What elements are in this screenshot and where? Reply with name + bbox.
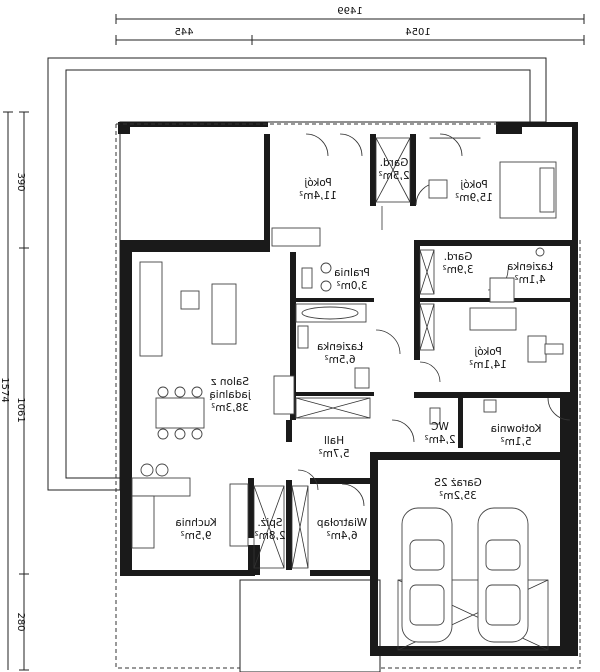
svg-text:38,3m²: 38,3m² <box>211 402 249 414</box>
svg-text:6,5m²: 6,5m² <box>324 354 355 366</box>
svg-text:Pokój: Pokój <box>474 346 501 358</box>
svg-text:jadalnią: jadalnią <box>209 389 251 401</box>
room-salon: Salon z jadalnią 38,3m² <box>209 376 251 414</box>
svg-text:9,5m²: 9,5m² <box>180 530 211 542</box>
walls <box>118 122 578 656</box>
room-lazienka-1: Łazienka 4,1m² <box>507 261 554 286</box>
room-wc: WC 2,4m² <box>424 421 455 446</box>
room-pokoj-1: Pokój 11,4m² <box>299 177 337 202</box>
room-gard-2: Gard. 3,9m² <box>442 251 473 276</box>
dimension-bottom-height: 280 <box>15 612 26 631</box>
room-wiatrolap: Wiatrołap 6,4m² <box>317 517 368 542</box>
svg-text:Salon z: Salon z <box>211 376 249 388</box>
svg-text:5,1m²: 5,1m² <box>500 436 531 448</box>
dimension-mid-height: 1061 <box>15 397 26 422</box>
room-pokoj-3: Pokój 14,1m² <box>469 346 507 371</box>
svg-text:14,1m²: 14,1m² <box>469 359 507 371</box>
upper-floor-outline <box>115 123 581 669</box>
svg-text:3,9m²: 3,9m² <box>442 264 473 276</box>
svg-text:Łazienka: Łazienka <box>317 341 364 353</box>
svg-text:Gard.: Gard. <box>444 251 473 263</box>
room-kuchnia: Kuchnia 9,5m² <box>175 517 216 542</box>
dimension-top-height: 390 <box>15 172 26 191</box>
dimension-left-width: 445 <box>174 27 193 38</box>
dimension-right-width: 1054 <box>405 27 430 38</box>
svg-text:2,8m²: 2,8m² <box>254 530 285 542</box>
svg-text:Kuchnia: Kuchnia <box>175 517 216 529</box>
room-kotlownia: Kotłownia 5,1m² <box>491 423 542 448</box>
garage-cars <box>397 507 549 651</box>
svg-text:2,5m²: 2,5m² <box>378 170 409 182</box>
dimension-total-height: 1574 <box>0 377 10 402</box>
dimension-total-width: 1499 <box>337 6 362 17</box>
storage-hatching <box>253 137 435 569</box>
svg-text:Pokój: Pokój <box>460 179 487 191</box>
room-pralnia: Pralnia 3,0m² <box>334 267 370 292</box>
svg-text:3,0m²: 3,0m² <box>336 280 367 292</box>
room-gard-1: Gard. 2,5m² <box>378 157 409 182</box>
room-pokoj-2: Pokój 15,9m² <box>455 179 493 204</box>
room-spiz: Spiż. 2,8m² <box>254 517 285 542</box>
svg-text:Gard.: Gard. <box>380 157 409 169</box>
svg-text:Spiż.: Spiż. <box>257 517 282 529</box>
svg-text:Hall: Hall <box>324 435 344 447</box>
svg-text:Garaż 2S: Garaż 2S <box>434 477 482 489</box>
svg-text:5,7m²: 5,7m² <box>318 448 349 460</box>
dimension-lines <box>3 14 585 671</box>
svg-text:4,1m²: 4,1m² <box>514 274 545 286</box>
svg-text:Kotłownia: Kotłownia <box>491 423 542 435</box>
furniture <box>131 137 564 549</box>
room-lazienka-2: Łazienka 6,5m² <box>317 341 364 366</box>
svg-text:15,9m²: 15,9m² <box>455 192 493 204</box>
room-hall: Hall 5,7m² <box>318 435 349 460</box>
svg-text:Pokój: Pokój <box>304 177 331 189</box>
svg-text:11,4m²: 11,4m² <box>299 190 337 202</box>
dimension-labels: 1499 445 1054 1574 1061 390 280 <box>0 6 431 632</box>
room-garaz: Garaż 2S 35,2m² <box>434 477 482 502</box>
svg-text:Wiatrołap: Wiatrołap <box>317 517 368 529</box>
svg-text:2,4m²: 2,4m² <box>424 434 455 446</box>
room-labels: Pokój 11,4m² Gard. 2,5m² Pokój 15,9m² Pr… <box>175 157 554 542</box>
svg-text:Pralnia: Pralnia <box>334 267 370 279</box>
svg-text:35,2m²: 35,2m² <box>439 490 477 502</box>
svg-text:6,4m²: 6,4m² <box>326 530 357 542</box>
svg-text:WC: WC <box>431 421 449 433</box>
svg-text:Łazienka: Łazienka <box>507 261 554 273</box>
